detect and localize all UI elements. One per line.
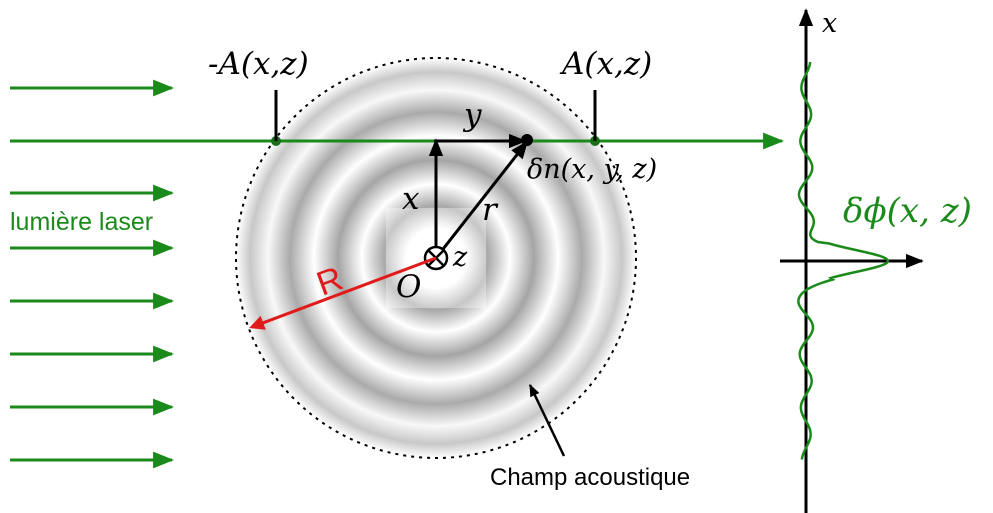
phase-profile-curve xyxy=(797,61,890,460)
y-label: y xyxy=(462,97,482,133)
phase-plot-x-label: x xyxy=(822,8,837,39)
point-delta-n xyxy=(521,134,533,146)
plus-A-label: A(x,z) xyxy=(559,46,652,82)
acoustic-field-label: Champ acoustique xyxy=(490,464,690,491)
radius-arrow xyxy=(249,256,437,330)
acoustic-field-pointer xyxy=(528,383,566,457)
delta-n-label: δn(x, y, z) xyxy=(527,154,657,185)
r-label: r xyxy=(482,192,499,228)
acoustic-field-boundary xyxy=(235,57,637,459)
delta-phi-label: δϕ(x, z) xyxy=(843,191,972,231)
laser-label: lumière laser xyxy=(10,208,153,236)
z-label: z xyxy=(452,242,468,273)
minus-A-label: -A(x,z) xyxy=(208,46,309,82)
laser-arrows xyxy=(10,79,175,469)
r-arrow xyxy=(434,140,529,259)
origin-label: O xyxy=(396,269,421,305)
x-label: x xyxy=(402,181,420,217)
